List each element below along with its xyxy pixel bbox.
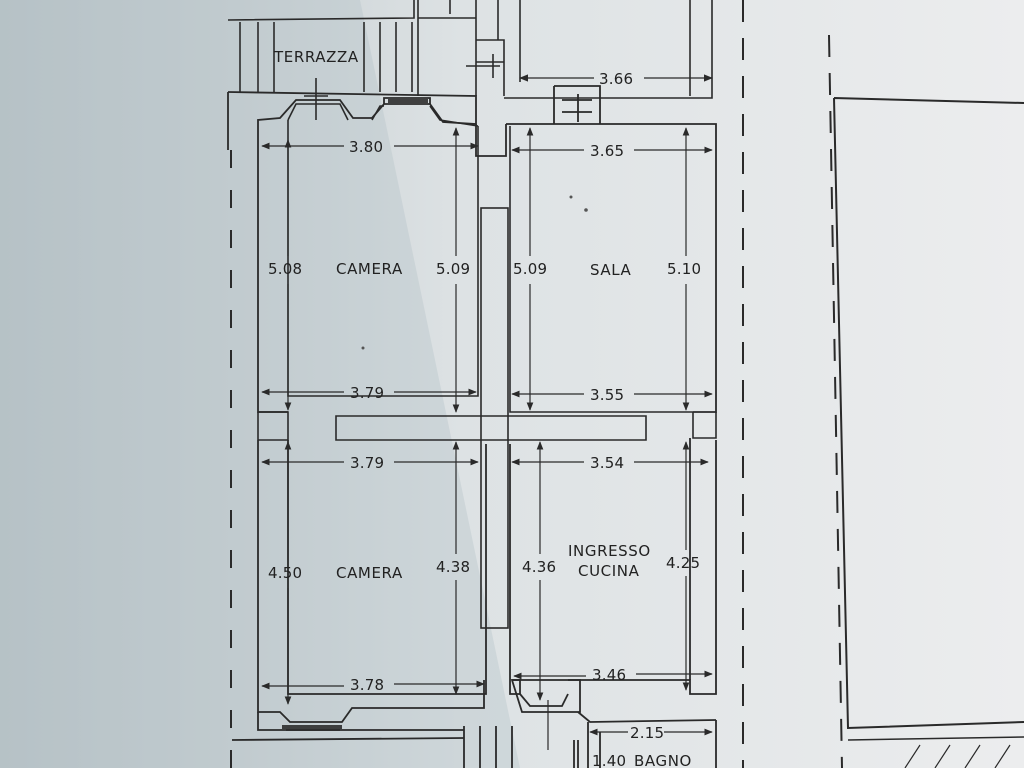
dim-label-3.54: 3.54 [590, 454, 624, 472]
dim-label-1.40: 1.40 [592, 752, 626, 768]
dim-label-3.79a: 3.79 [350, 384, 384, 402]
dim-label-5.08: 5.08 [268, 260, 302, 278]
room-label-ingresso: INGRESSO [568, 542, 651, 560]
dim-label-3.79b: 3.79 [350, 454, 384, 472]
room-label-camera-top: CAMERA [336, 260, 403, 278]
room-label-sala: SALA [590, 261, 632, 279]
speck [584, 208, 588, 212]
room-label-bagno: BAGNO [634, 752, 692, 768]
dim-label-5.09a: 5.09 [436, 260, 470, 278]
terrazza-area [227, 0, 713, 120]
sala-room [257, 126, 717, 441]
speck [361, 346, 365, 350]
speck [569, 195, 573, 199]
adjacent-hatch [904, 744, 1011, 768]
dim-label-3.55: 3.55 [590, 386, 624, 404]
top-wall [227, 85, 717, 413]
room-label-cucina: CUCINA [578, 562, 640, 580]
dim-label-3.80: 3.80 [349, 138, 383, 156]
far-right-dashed-line [828, 34, 843, 768]
dim-label-4.36: 4.36 [522, 558, 556, 576]
dim-label-5.09b: 5.09 [513, 260, 547, 278]
central-wall [335, 207, 647, 629]
dim-label-3.46: 3.46 [592, 666, 626, 684]
dim-label-4.25: 4.25 [666, 554, 700, 572]
dim-label-4.50: 4.50 [268, 564, 302, 582]
dim-label-3.65: 3.65 [590, 142, 624, 160]
camera-top-room [287, 103, 479, 397]
room-label-camera-bottom: CAMERA [336, 564, 403, 582]
paper-shadow [0, 0, 520, 768]
bottom-rooms [231, 438, 717, 768]
dim-label-3.66: 3.66 [599, 70, 633, 88]
room-label-terrazza: TERRAZZA [273, 48, 359, 66]
adjacent-building-outline [833, 97, 1024, 730]
dim-label-2.15: 2.15 [630, 724, 664, 742]
adjacent-building-bottom [847, 736, 1024, 741]
dim-label-3.78: 3.78 [350, 676, 384, 694]
dimension-lines [261, 127, 713, 750]
dim-label-4.38: 4.38 [436, 558, 470, 576]
dim-label-5.10: 5.10 [667, 260, 701, 278]
